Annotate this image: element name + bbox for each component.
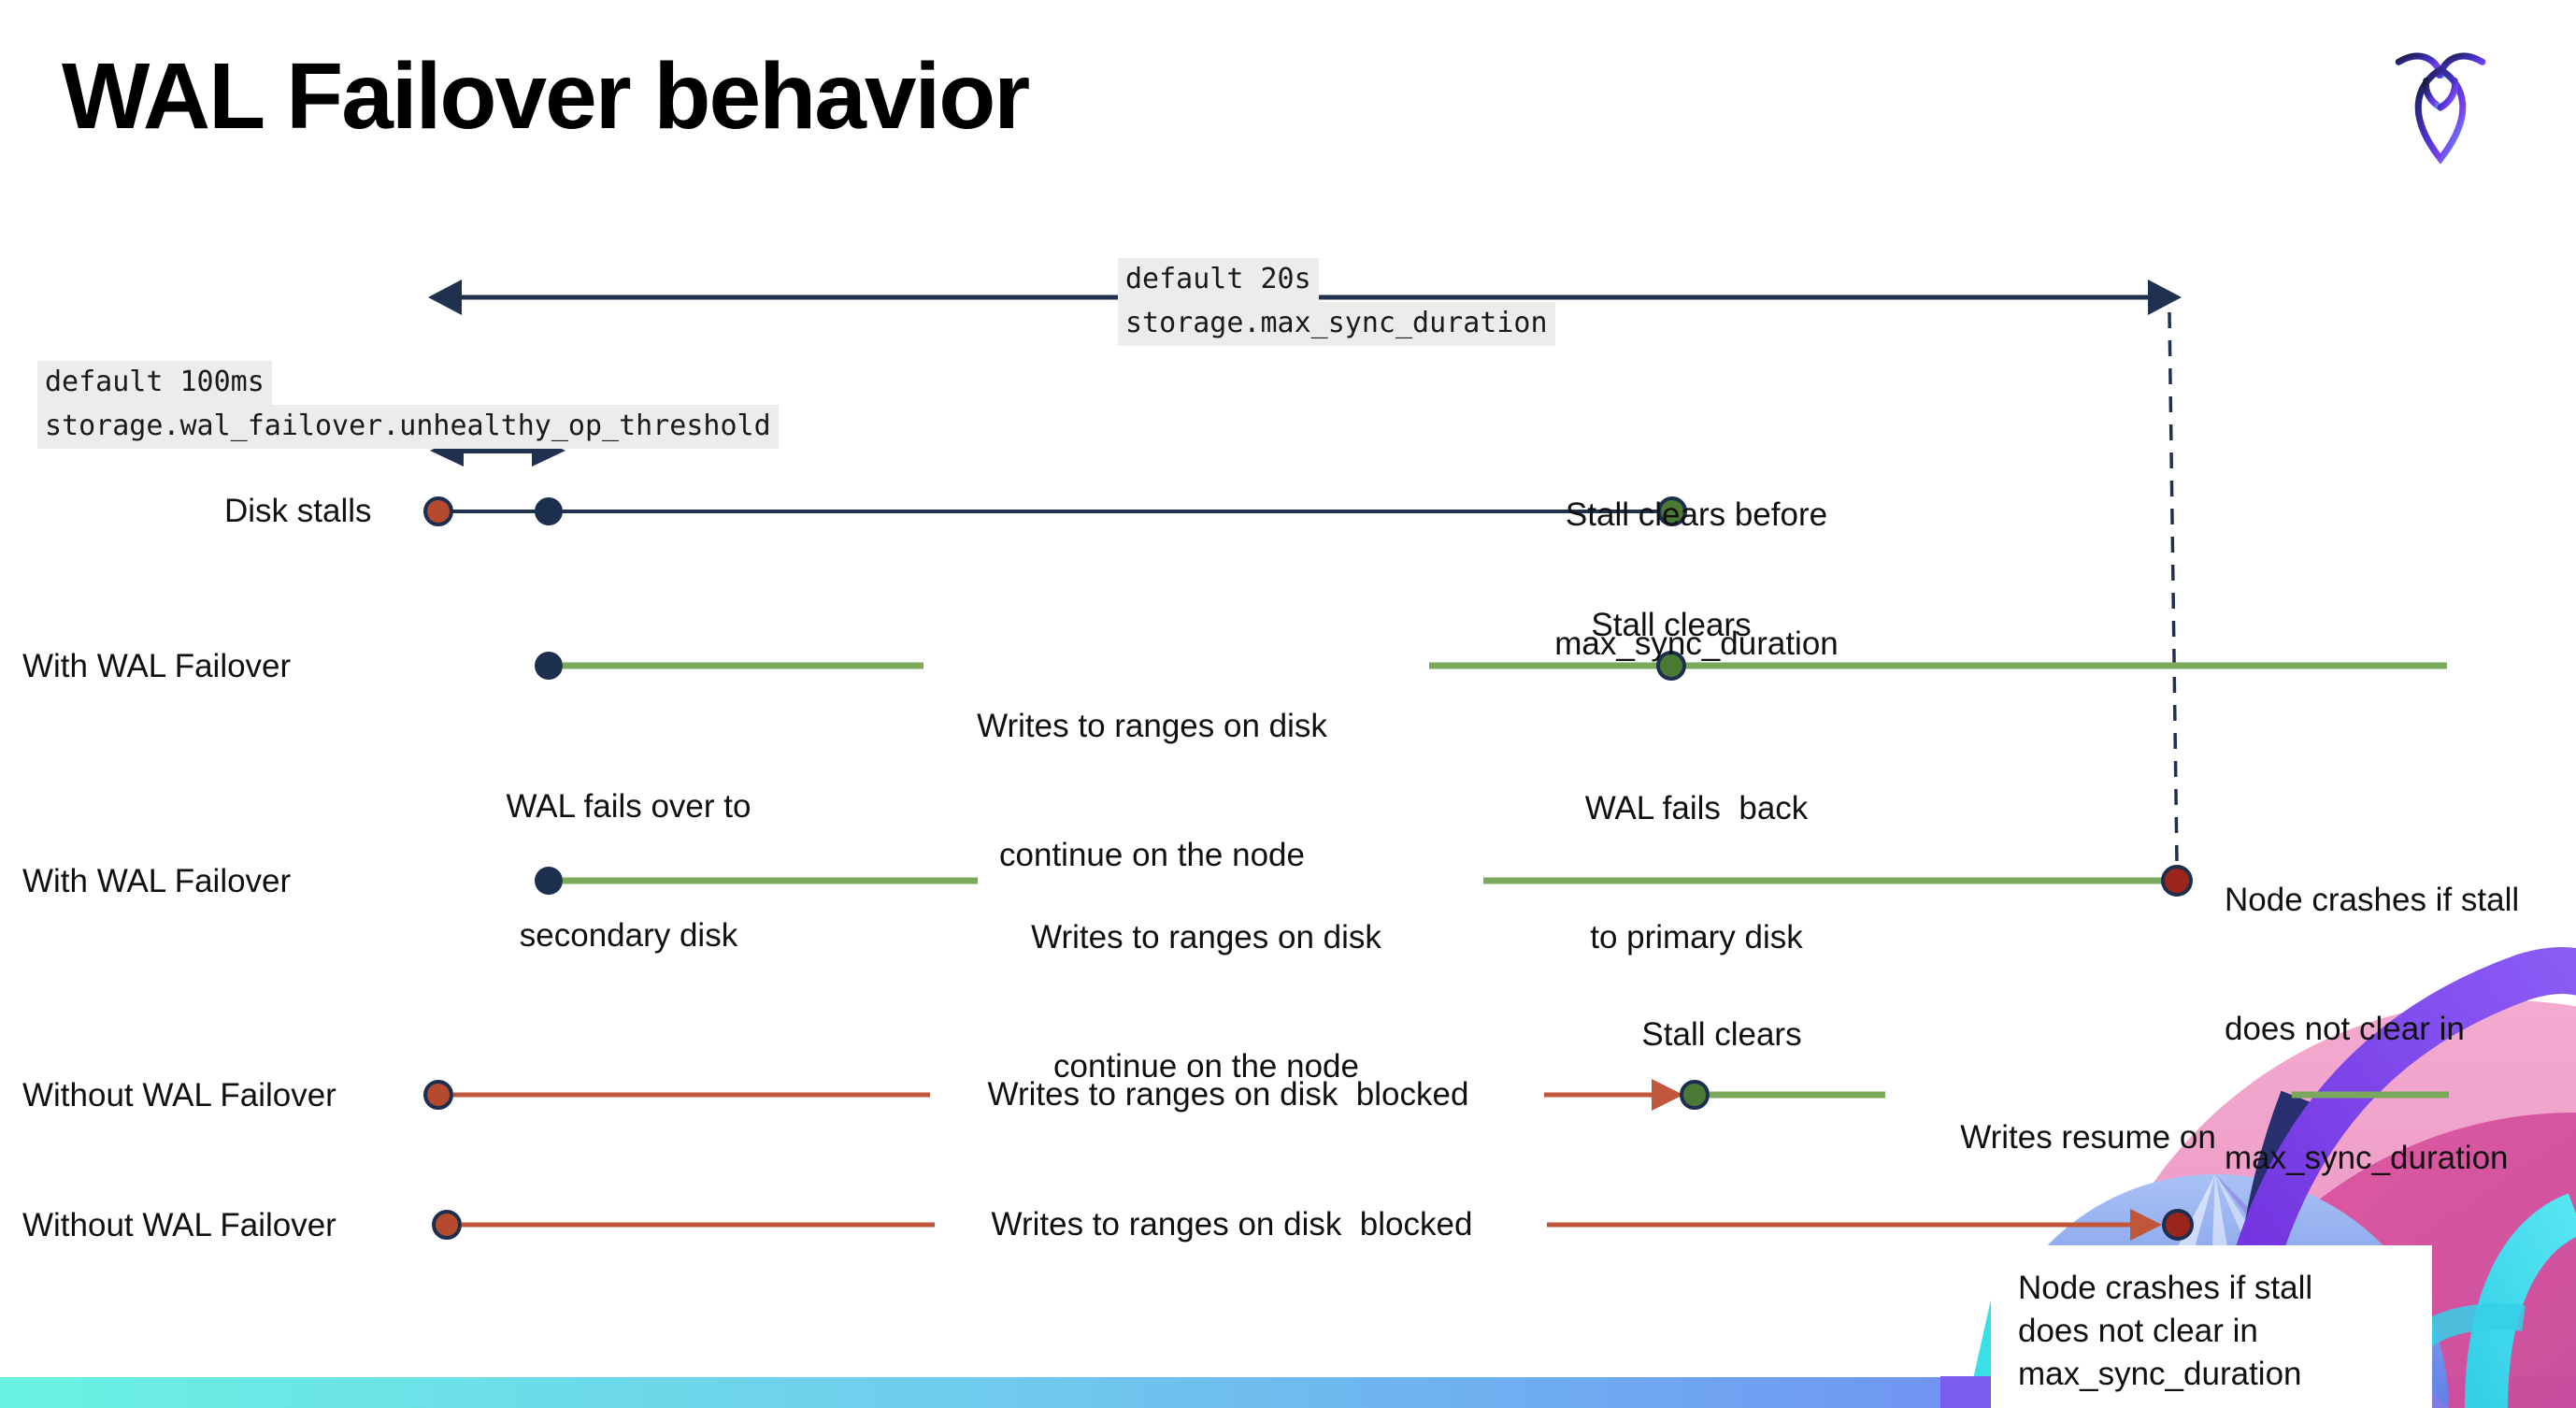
annotation-wal-fails-over: WAL fails over to secondary disk xyxy=(439,699,818,1043)
annotation-stall-clears-row2: Stall clears xyxy=(1591,607,1752,643)
annotation-node-crashes-box: Node crashes if stall does not clear in … xyxy=(1991,1245,2432,1408)
node-crash-dot xyxy=(2161,865,2193,897)
node-crash-dot xyxy=(2162,1209,2194,1241)
annotation-node-crashes-row3: Node crashes if stall does not clear in … xyxy=(2225,793,2576,1266)
timeline-row-without-wal-1 xyxy=(423,1079,2449,1111)
row-label-without-wal-2: Without WAL Failover xyxy=(22,1207,336,1243)
stall-clear-dot xyxy=(1680,1080,1710,1110)
disk-stall-dot xyxy=(423,496,453,526)
annotation-line: does not clear in xyxy=(2225,1011,2465,1047)
arrowhead-left-icon xyxy=(428,280,462,315)
setting-name: storage.max_sync_duration xyxy=(1118,302,1555,346)
timeline-row-without-wal-2 xyxy=(432,1209,2194,1241)
setting-default-value: default 20s xyxy=(1118,258,1319,302)
annotation-line: max_sync_duration xyxy=(2225,1140,2509,1176)
max-sync-deadline-dashed-line xyxy=(2168,311,2179,865)
row-label-with-wal-2: With WAL Failover xyxy=(22,863,292,899)
annotation-line: max_sync_duration xyxy=(2018,1356,2302,1392)
annotation-wal-fails-back: WAL fails back to primary disk xyxy=(1514,701,1879,1045)
annotation-line: Writes to ranges on disk xyxy=(1031,919,1381,955)
setting-name: storage.wal_failover.unhealthy_op_thresh… xyxy=(37,405,779,449)
max-sync-duration-setting-label: default 20s storage.max_sync_duration xyxy=(1118,258,1555,346)
row-label-with-wal-1: With WAL Failover xyxy=(22,648,292,684)
disk-stall-dot xyxy=(432,1210,462,1240)
timeline-row-with-wal-2 xyxy=(535,865,2193,897)
art-cyan-arc xyxy=(2465,1193,2576,1408)
annotation-line: Node crashes if stall xyxy=(2225,882,2520,918)
annotation-line: Stall clears before xyxy=(1565,496,1828,533)
row-label-disk-stalls: Disk stalls xyxy=(224,493,372,529)
annotation-line: Writes to ranges on disk xyxy=(977,708,1327,744)
annotation-line: Node crashes if stall xyxy=(2018,1270,2313,1306)
annotation-line: continue on the node xyxy=(1053,1048,1359,1085)
arrowhead-right-icon xyxy=(2130,1209,2162,1241)
timeline-row-disk-stalls xyxy=(423,496,1687,526)
annotation-stall-clears-row4: Stall clears xyxy=(1641,1016,1802,1053)
annotation-writes-continue-row2: Writes to ranges on disk continue on the… xyxy=(935,619,1369,963)
annotation-writes-continue-row3: Writes to ranges on disk continue on the… xyxy=(989,830,1424,1174)
arrowhead-right-icon xyxy=(2148,280,2182,315)
timeline-row-with-wal-1 xyxy=(535,651,2447,681)
setting-default-value: default 100ms xyxy=(37,361,272,405)
stall-clear-dot xyxy=(1657,496,1687,526)
annotation-line: Writes resume on xyxy=(1960,1119,2216,1156)
annotation-writes-blocked-row5: Writes to ranges on disk blocked xyxy=(991,1206,1473,1243)
annotation-line: secondary disk xyxy=(519,917,738,954)
threshold-dot xyxy=(535,497,563,525)
annotation-writes-blocked-row4: Writes to ranges on disk blocked xyxy=(987,1076,1469,1113)
cockroachdb-logo-icon xyxy=(2395,52,2486,165)
annotation-line: max_sync_duration xyxy=(1554,625,1839,662)
page-title: WAL Failover behavior xyxy=(62,44,1030,149)
disk-stall-dot xyxy=(423,1080,453,1110)
stall-clear-dot xyxy=(1656,651,1686,681)
logo-mark xyxy=(2395,52,2486,165)
annotation-line: does not clear in xyxy=(2018,1313,2258,1349)
unhealthy-op-threshold-setting-label: default 100ms storage.wal_failover.unhea… xyxy=(37,361,779,449)
arrowhead-right-icon xyxy=(1652,1079,1683,1111)
annotation-line: WAL fails back xyxy=(1584,790,1809,826)
row-label-without-wal-1: Without WAL Failover xyxy=(22,1077,336,1113)
failover-dot xyxy=(535,652,563,680)
annotation-line: WAL fails over to xyxy=(506,788,751,825)
annotation-stall-clears-before: Stall clears before max_sync_duration xyxy=(1467,408,1925,752)
annotation-line: to primary disk xyxy=(1590,919,1803,955)
annotation-line: continue on the node xyxy=(999,837,1305,873)
failover-dot xyxy=(535,867,563,895)
